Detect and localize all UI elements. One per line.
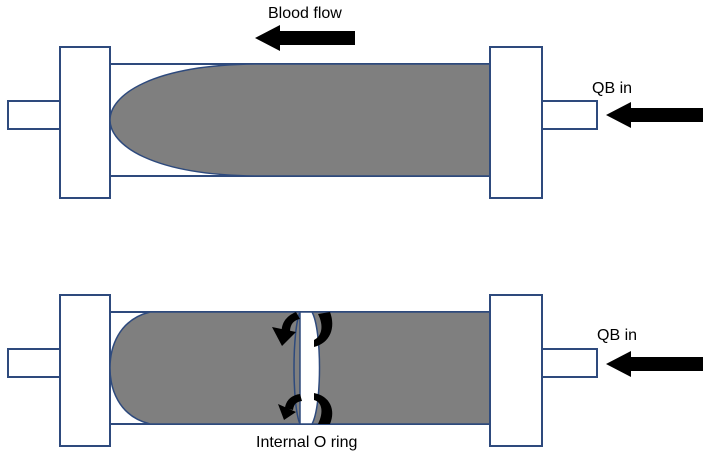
right-port-top bbox=[541, 100, 598, 130]
rotate-arrowhead-bottom bbox=[278, 404, 296, 420]
rotate-arrow-bottom-left bbox=[285, 394, 302, 410]
o-ring-edge bbox=[293, 311, 301, 425]
left-port-bottom bbox=[7, 348, 61, 378]
right-end-cap-bottom bbox=[489, 294, 543, 447]
qb-in-top-indicator: QB in bbox=[592, 80, 703, 128]
arrow-left-icon bbox=[606, 102, 703, 128]
arrow-left-icon bbox=[255, 25, 355, 51]
bottom-cartridge bbox=[7, 294, 598, 447]
rotate-arrow-top-right bbox=[314, 312, 333, 347]
arrow-left-icon bbox=[606, 351, 703, 377]
blood-flow-label: Blood flow bbox=[268, 5, 342, 22]
curved-rotate-arrow-icon bbox=[272, 312, 333, 424]
blood-flow-indicator: Blood flow bbox=[255, 5, 355, 51]
blood-front-parabolic bbox=[109, 63, 491, 177]
rotate-arrow-bottom-right bbox=[314, 393, 333, 424]
qb-in-top-label: QB in bbox=[592, 80, 632, 97]
top-cartridge bbox=[7, 46, 598, 199]
o-ring-band bbox=[299, 311, 321, 425]
qb-in-bottom-indicator: QB in bbox=[597, 327, 703, 377]
internal-o-ring-label: Internal O ring bbox=[256, 434, 357, 451]
right-end-cap-top bbox=[489, 46, 543, 199]
qb-in-bottom-label: QB in bbox=[597, 327, 637, 344]
left-port-top bbox=[7, 100, 61, 130]
left-end-cap-bottom bbox=[59, 294, 111, 447]
left-end-cap-top bbox=[59, 46, 111, 199]
rotate-arrowhead-top bbox=[272, 327, 296, 346]
right-port-bottom bbox=[541, 348, 598, 378]
